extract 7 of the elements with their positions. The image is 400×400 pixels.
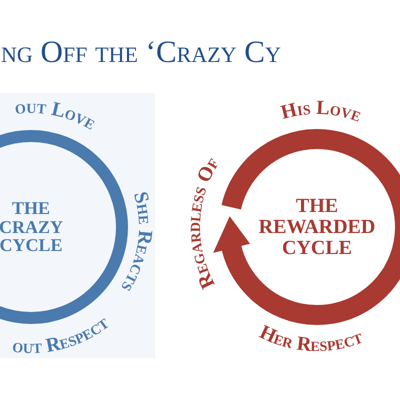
cycle-title: THE CRAZY CYCLE	[0, 198, 64, 256]
arc-label: out Respect	[11, 312, 113, 358]
arc-label: His Love	[278, 96, 364, 127]
arc-label: out Love	[14, 96, 100, 134]
arc-label: Her Respect	[256, 321, 366, 356]
title: ng Off the ‘Crazy Cy	[1, 36, 281, 67]
cycle-title: THE REWARDED CYCLE	[258, 196, 376, 258]
